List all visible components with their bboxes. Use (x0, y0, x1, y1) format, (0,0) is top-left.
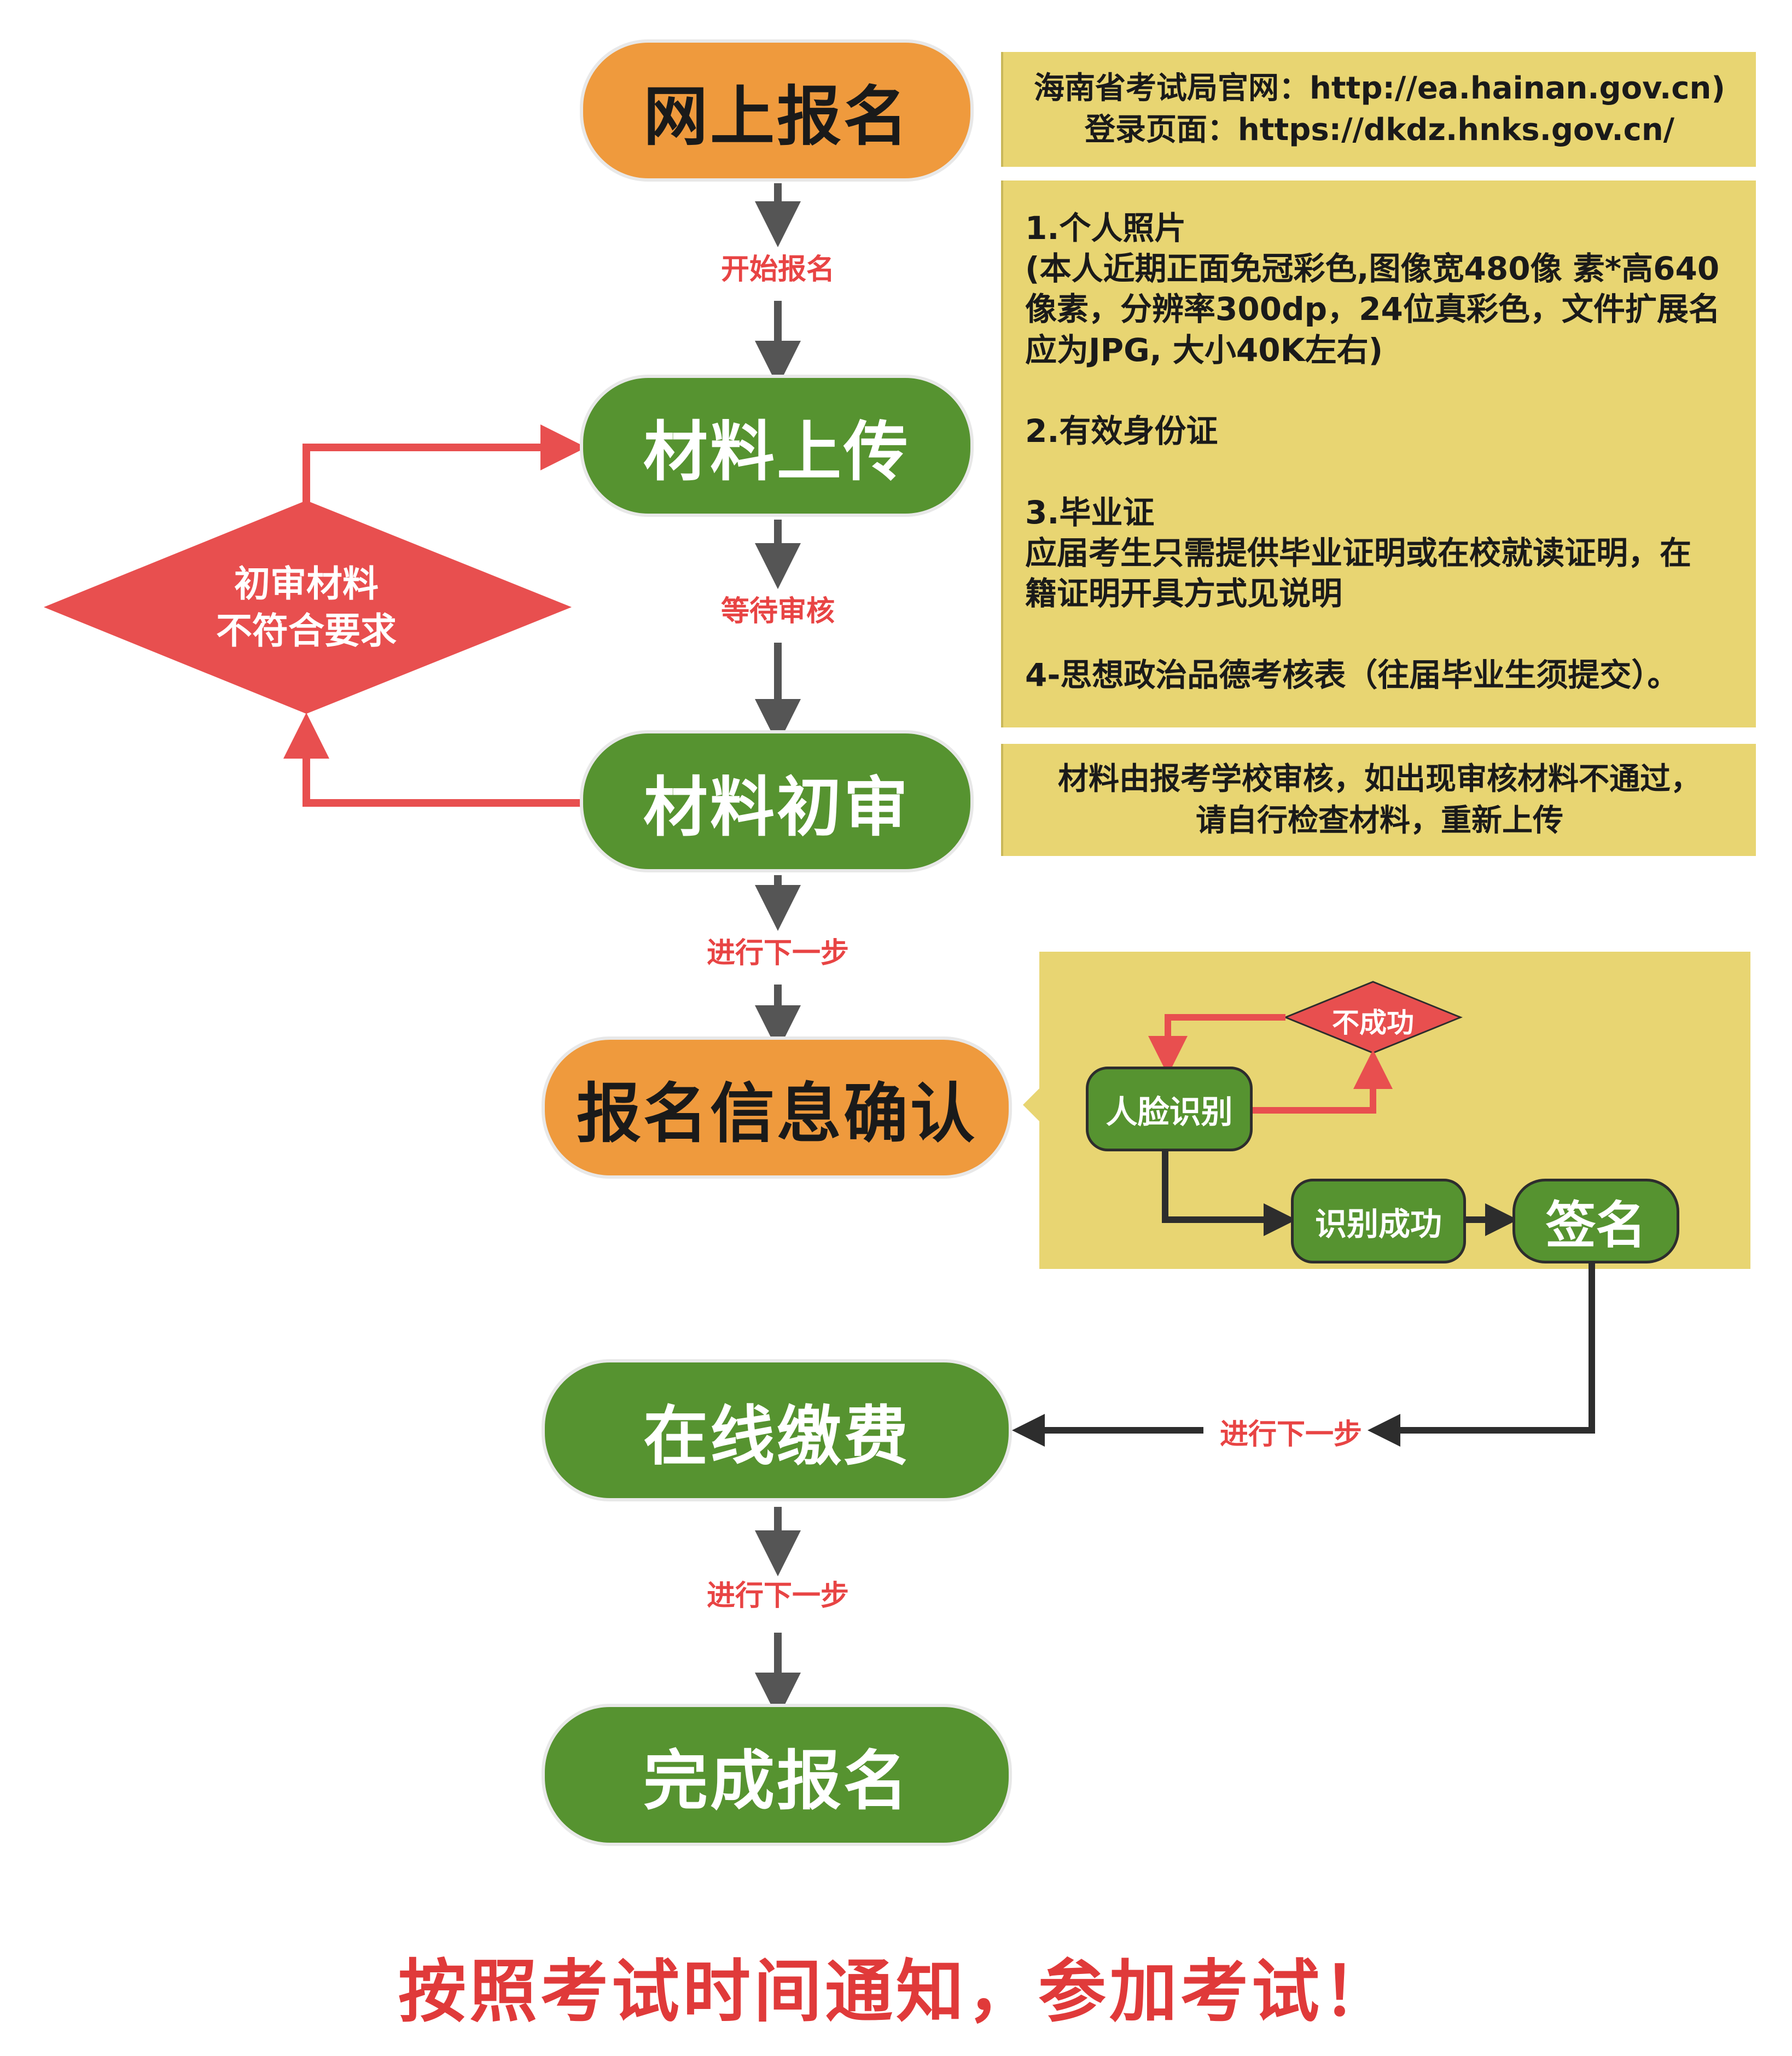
edge-label-next-step-1: 进行下一步 (706, 937, 849, 970)
note-materials-line-2: (本人近期正面免冠彩色,图像宽480像 素*高640 (1025, 250, 1720, 288)
note-materials-line-12: 4-思想政治品德考核表（往届毕业生须提交）。 (1025, 656, 1679, 694)
subflow-failed-label: 不成功 (1332, 1007, 1414, 1039)
note-materials-line-9: 应届考生只需提供毕业证明或在校就读证明，在 (1025, 534, 1692, 572)
note-materials-line-8: 3.毕业证 (1025, 493, 1155, 531)
subflow-sign-label: 签名 (1545, 1196, 1646, 1255)
subflow-recognized-label: 识别成功 (1314, 1205, 1442, 1243)
arrow-failed-to-face (1148, 1014, 1285, 1075)
subflow-note-pointer (1023, 1088, 1039, 1121)
note-materials-line-1: 1.个人照片 (1025, 209, 1186, 247)
node-online-payment: 在线缴费 (542, 1359, 1012, 1501)
note-materials-line-5 (1025, 370, 1739, 411)
arrow-sign-to-next-label (1368, 1261, 1595, 1447)
note-review-line-1: 材料由报考学校审核，如出现审核材料不通过， (1058, 761, 1701, 797)
arrow-face-to-failed (1253, 1050, 1393, 1114)
footer-notice: 按照考试时间通知，参加考试！ (398, 1953, 1394, 2031)
note-website: 海南省考试局官网：http://ea.hainan.gov.cn) 登录页面：h… (1001, 52, 1756, 167)
node-complete-label: 完成报名 (643, 1743, 910, 1819)
subflow-recognized: 识别成功 (1291, 1179, 1466, 1263)
arrow-face-to-recognized (1162, 1151, 1296, 1236)
arrow-review-to-decision (283, 713, 583, 807)
node-material-upload-label: 材料上传 (643, 413, 910, 490)
edge-label-next-step-3: 进行下一步 (706, 1580, 849, 1612)
note-materials-line-6: 2.有效身份证 (1025, 412, 1218, 450)
edge-label-start-register: 开始报名 (720, 253, 835, 286)
node-material-review: 材料初审 (580, 730, 974, 872)
decision-diamond (44, 500, 572, 714)
subflow-face-recognition-label: 人脸识别 (1106, 1093, 1233, 1131)
note-materials-line-10: 籍证明开具方式见说明 (1025, 575, 1343, 613)
subflow-face-recognition: 人脸识别 (1086, 1067, 1253, 1151)
note-materials-line-4: 应为JPG, 大小40K左右) (1025, 331, 1383, 369)
note-website-line-1: 海南省考试局官网：http://ea.hainan.gov.cn) (1034, 71, 1725, 107)
node-info-confirm-label: 报名信息确认 (576, 1075, 977, 1151)
decision-label: 初审材料 不符合要求 (170, 561, 443, 655)
node-complete: 完成报名 (542, 1704, 1012, 1846)
decision-line-2: 不符合要求 (216, 609, 397, 652)
note-website-line-2: 登录页面：https://dkdz.hnks.gov.cn/ (1084, 112, 1675, 148)
note-materials-line-3: 像素，分辨率300dp，24位真彩色，文件扩展名 (1025, 290, 1720, 328)
edge-label-next-step-2: 进行下一步 (1219, 1418, 1362, 1451)
node-online-register: 网上报名 (580, 39, 974, 182)
node-info-confirm: 报名信息确认 (542, 1036, 1012, 1179)
note-review: 材料由报考学校审核，如出现审核材料不通过， 请自行检查材料，重新上传 (1001, 744, 1756, 856)
node-material-upload: 材料上传 (580, 375, 974, 517)
arrow-decision-to-upload (302, 424, 586, 503)
subflow-sign: 签名 (1512, 1179, 1679, 1263)
note-materials: 1.个人照片 (本人近期正面免冠彩色,图像宽480像 素*高640 像素，分辨率… (1001, 180, 1756, 727)
decision-line-1: 初审材料 (234, 563, 379, 605)
edge-label-wait-review: 等待审核 (720, 595, 835, 628)
node-online-payment-label: 在线缴费 (643, 1398, 910, 1474)
node-material-review-label: 材料初审 (643, 769, 910, 845)
note-materials-line-7 (1025, 451, 1739, 492)
note-review-line-2: 请自行检查材料，重新上传 (1196, 802, 1563, 838)
note-materials-line-11 (1025, 614, 1739, 654)
node-online-register-label: 网上报名 (643, 78, 910, 154)
